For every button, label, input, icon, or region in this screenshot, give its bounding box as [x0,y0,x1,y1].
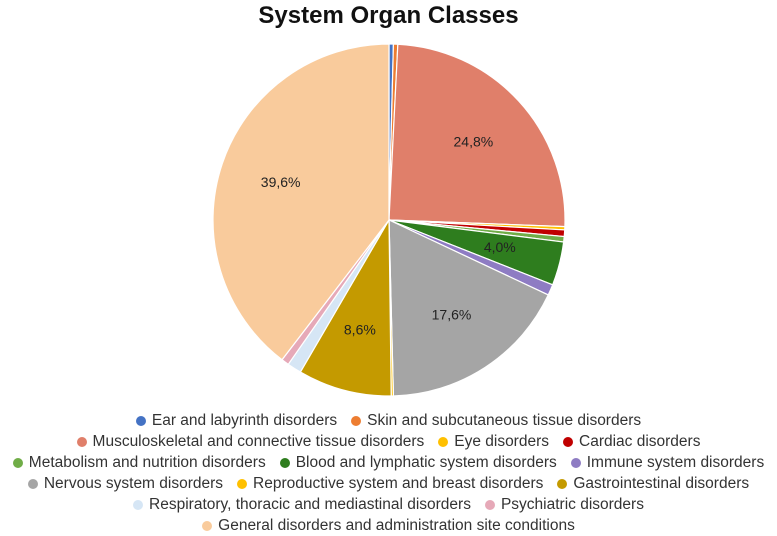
legend-label: Nervous system disorders [43,474,224,492]
legend-item-ear-and-labyrinth-disorders: Ear and labyrinth disorders [135,411,338,430]
legend-item-eye-disorders: Eye disorders [438,433,549,451]
legend-item-general-disorders-and-administration-site-conditions: General disorders and administration sit… [202,517,575,535]
legend-item-respiratory-thoracic-and-mediastinal-disorders: Respiratory, thoracic and mediastinal di… [133,496,471,514]
legend-item-blood-and-lymphatic-system-disorders: Blood and lymphatic system disorders [279,453,557,472]
legend-swatch [279,457,290,468]
legend-swatch [237,478,248,489]
legend-item-psychiatric-disorders: Psychiatric disorders [484,495,644,514]
legend-label: Metabolism and nutrition disorders [28,453,266,471]
legend-swatch [12,457,23,468]
data-label: 24,8% [454,133,494,149]
legend-swatch [484,499,495,510]
pie-slice-general-disorders-and-administration-site-conditions [212,43,390,361]
legend-label: General disorders and administration sit… [218,516,575,534]
data-label: 39,6% [261,174,301,190]
pie-slice-nervous-system-disorders [388,219,550,397]
legend-label: Blood and lymphatic system disorders [295,453,557,471]
legend-swatch [557,478,568,489]
legend-label: Reproductive system and breast disorders [253,474,544,492]
legend-swatch [76,436,87,447]
legend-item-immune-system-disorders: Immune system disorders [570,453,765,472]
legend-item-musculoskeletal-and-connective-tissue-disorders: Musculoskeletal and connective tissue di… [76,432,425,451]
legend-swatch [351,415,362,426]
legend-label: Gastrointestinal disorders [573,474,750,492]
legend: Ear and labyrinth disorders Skin and subc… [0,410,777,536]
legend-row: Respiratory, thoracic and mediastinal di… [0,494,777,515]
legend-row: General disorders and administration sit… [0,515,777,536]
legend-row: Nervous system disorders Reproductive sys… [0,473,777,494]
pie-slice-gastrointestinal-disorders [299,217,392,397]
data-label: 4,0% [484,239,516,255]
legend-label: Cardiac disorders [579,432,701,450]
legend-swatch [438,436,449,447]
legend-row: Metabolism and nutrition disorders Blood … [0,452,777,473]
legend-swatch [135,415,146,426]
data-label: 8,6% [344,321,376,337]
legend-swatch [570,457,581,468]
legend-item-nervous-system-disorders: Nervous system disorders [27,474,224,493]
legend-swatch [202,520,213,531]
chart-title: System Organ Classes [258,2,519,29]
pie-slice-musculoskeletal-and-connective-tissue-disorders [388,43,566,228]
pie-plot: 24,8% 4,0% 17,6% 8,6% 39,6% [212,43,566,397]
legend-item-skin-and-subcutaneous-tissue-disorders: Skin and subcutaneous tissue disorders [351,412,641,430]
legend-label: Respiratory, thoracic and mediastinal di… [149,495,471,513]
legend-swatch [133,499,144,510]
legend-row: Musculoskeletal and connective tissue di… [0,431,777,452]
legend-item-reproductive-system-and-breast-disorders: Reproductive system and breast disorders [237,475,543,493]
legend-swatch [563,436,573,447]
legend-item-metabolism-and-nutrition-disorders: Metabolism and nutrition disorders [12,453,266,472]
legend-row: Ear and labyrinth disorders Skin and subc… [0,410,777,431]
legend-label: Ear and labyrinth disorders [151,411,338,429]
legend-label: Skin and subcutaneous tissue disorders [367,411,642,429]
legend-label: Immune system disorders [586,453,765,471]
legend-label: Psychiatric disorders [500,495,644,513]
legend-item-gastrointestinal-disorders: Gastrointestinal disorders [557,475,749,493]
legend-swatch [27,478,38,489]
data-label: 17,6% [432,307,472,323]
legend-item-cardiac-disorders: Cardiac disorders [563,433,700,451]
legend-label: Eye disorders [454,432,549,450]
legend-label: Musculoskeletal and connective tissue di… [92,432,425,450]
